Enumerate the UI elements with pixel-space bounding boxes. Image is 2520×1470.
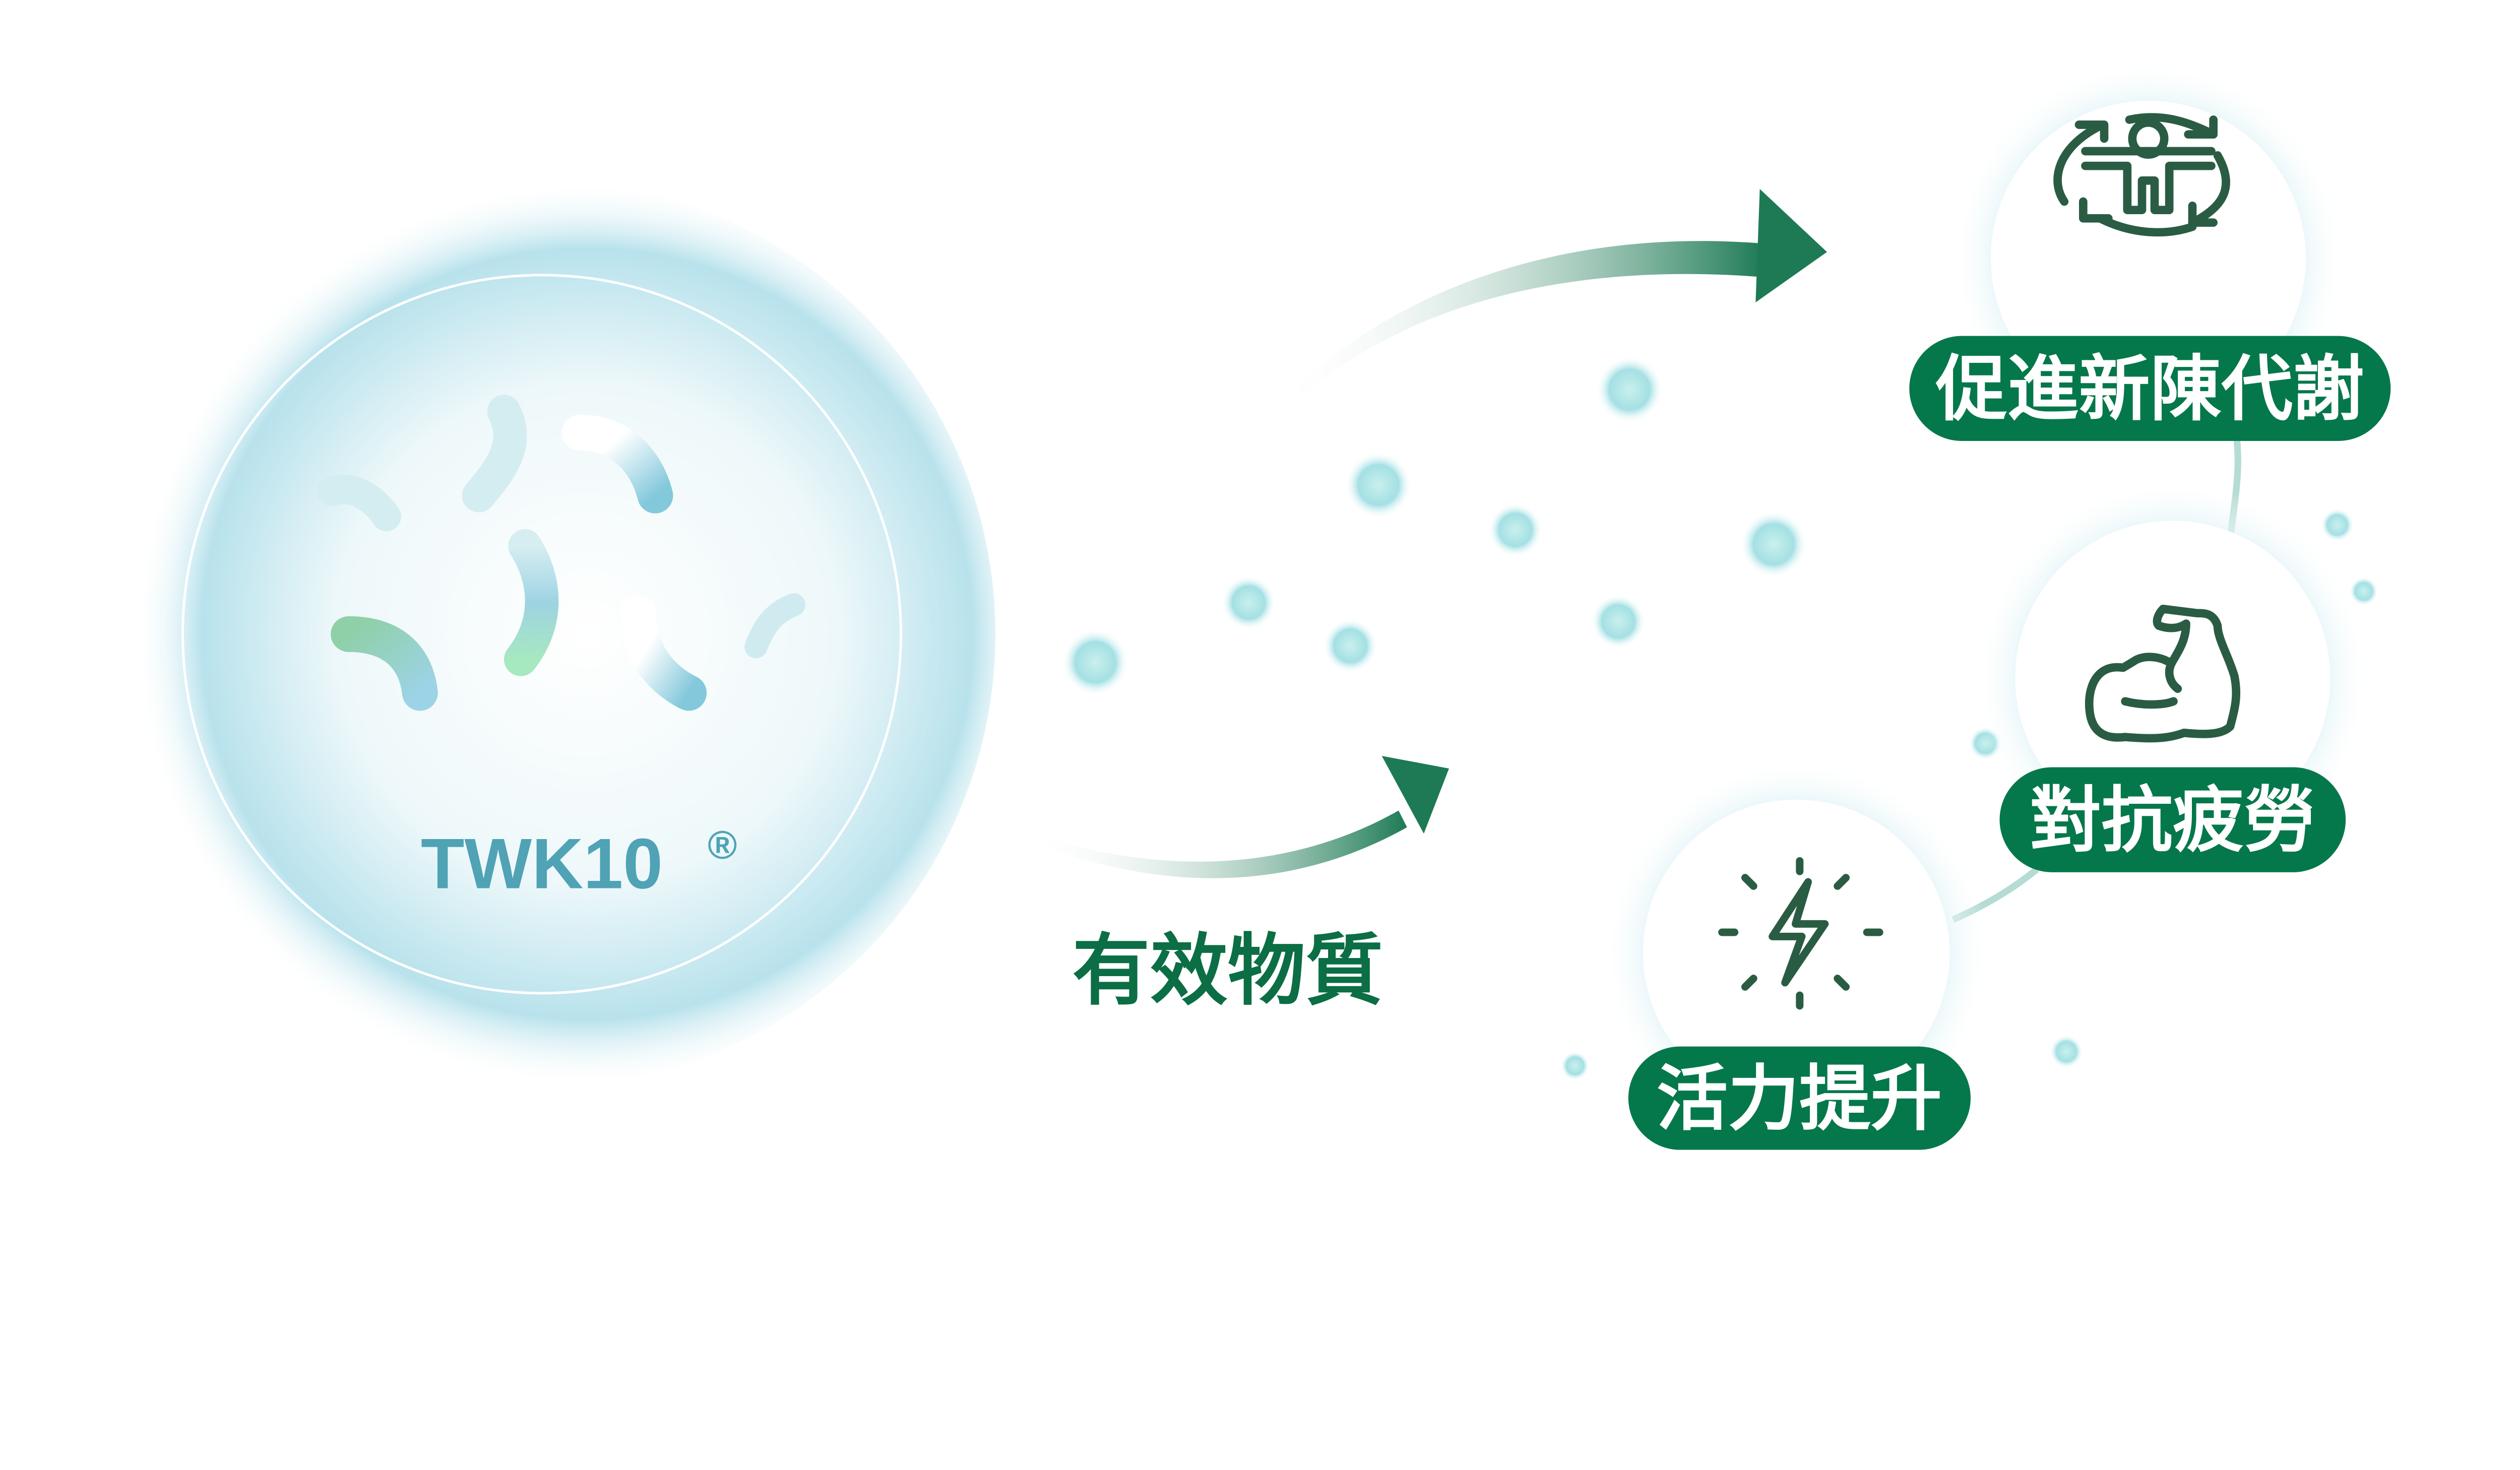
benefit-label: 活力提升 (1657, 1058, 1942, 1140)
lightning-energy-icon (1718, 857, 1883, 1010)
particles (1060, 354, 2380, 1082)
twk10-probiotic-circle: TWK10 ® (88, 180, 996, 1088)
benefit-pill (1909, 336, 2391, 441)
particle (1589, 592, 1648, 651)
particle (1060, 627, 1131, 698)
flexed-arm-icon (2085, 604, 2241, 743)
particle (1559, 1050, 1591, 1082)
benefit-metabolism: 促進新陳代謝 (1909, 60, 2391, 456)
arrow-top (1273, 188, 1827, 416)
benefit-label: 促進新陳代謝 (1935, 348, 2364, 431)
particle (1321, 617, 1379, 675)
particle (2048, 1033, 2085, 1070)
bacteria-icon (317, 395, 805, 711)
benefit-pill (1999, 767, 2346, 872)
registered-mark: ® (708, 822, 737, 867)
benefit-label: 對抗疲勞 (2030, 780, 2316, 862)
arrow-bottom (1025, 755, 1449, 878)
particle (1486, 501, 1545, 559)
metabolism-body-icon (2053, 113, 2230, 237)
benefit-pill (1628, 1046, 1971, 1150)
benefit-vitality: 活力提升 (1603, 759, 1990, 1150)
flow-label: 有效物質 (1073, 926, 1383, 1016)
particle (1594, 354, 1665, 425)
benefit-anti-fatigue: 對抗疲勞 (1975, 481, 2370, 876)
particle (1343, 450, 1414, 521)
particle (1738, 508, 1809, 580)
particle (1220, 573, 1278, 632)
twk10-benefits-diagram: TWK10 ® 有效物質 (88, 60, 2391, 1150)
product-name: TWK10 (421, 824, 663, 904)
particle (2319, 506, 2356, 543)
